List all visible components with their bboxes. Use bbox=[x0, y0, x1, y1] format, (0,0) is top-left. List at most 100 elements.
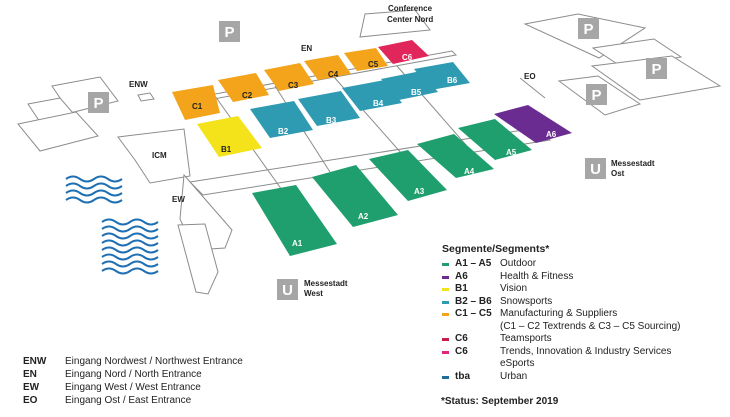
hall-a5[interactable]: A5 bbox=[458, 119, 532, 160]
svg-text:P: P bbox=[583, 21, 593, 38]
svg-text:ENW: ENW bbox=[129, 80, 148, 89]
entrance-code: EN bbox=[23, 369, 37, 380]
svg-text:A6: A6 bbox=[546, 130, 557, 139]
svg-text:Conference: Conference bbox=[388, 4, 433, 13]
legend-code: C1 – C5 bbox=[455, 308, 492, 319]
svg-text:Messestadt: Messestadt bbox=[304, 279, 348, 288]
svg-text:ICM: ICM bbox=[152, 151, 167, 160]
legend-row: C1 – C5 Manufacturing & Suppliers bbox=[442, 308, 730, 321]
hall-c5[interactable]: C5 bbox=[344, 48, 388, 71]
svg-text:Center Nord: Center Nord bbox=[387, 15, 433, 24]
svg-text:B6: B6 bbox=[447, 76, 458, 85]
legend-row: B2 – B6 Snowsports bbox=[442, 296, 730, 309]
ubahn-sign-ost[interactable]: U bbox=[585, 158, 606, 179]
hall-c3[interactable]: C3 bbox=[264, 63, 314, 91]
legend-row: C6 Teamsports bbox=[442, 333, 730, 346]
svg-text:EW: EW bbox=[172, 195, 185, 204]
entrance-label: Eingang Nordwest / Northwest Entrance bbox=[65, 356, 243, 367]
hall-a3[interactable]: A3 bbox=[369, 150, 447, 201]
legend-label: Trends, Innovation & Industry Services bbox=[500, 345, 672, 357]
legend-row: A6 Health & Fitness bbox=[442, 271, 730, 284]
hall-a4[interactable]: A4 bbox=[417, 134, 494, 178]
parking-sign[interactable]: P bbox=[586, 84, 607, 105]
legend-swatch bbox=[442, 263, 449, 266]
parking-sign[interactable]: P bbox=[646, 58, 667, 79]
map-labels: Conference Center Nord EN ENW EO EW ICM … bbox=[129, 4, 655, 298]
svg-text:C2: C2 bbox=[242, 91, 253, 100]
legend-swatch bbox=[442, 275, 449, 279]
hall-a2[interactable]: A2 bbox=[312, 165, 398, 227]
legend-label: Manufacturing & Suppliers bbox=[500, 308, 618, 319]
svg-text:A5: A5 bbox=[506, 148, 517, 157]
hall-b3[interactable]: B3 bbox=[298, 91, 360, 126]
hall-c6[interactable]: C6 bbox=[378, 40, 429, 64]
legend-label: Urban bbox=[500, 370, 528, 382]
legend-row: C6 Trends, Innovation & Industry Service… bbox=[442, 346, 730, 359]
legend-swatch bbox=[442, 313, 449, 316]
lake-waves bbox=[65, 175, 159, 275]
legend-label: Snowsports bbox=[500, 295, 553, 307]
legend-sub-label: (C1 – C2 Textrends & C3 – C5 Sourcing) bbox=[500, 320, 681, 332]
hall-a1[interactable]: A1 bbox=[252, 185, 337, 256]
svg-text:EN: EN bbox=[301, 44, 312, 53]
svg-text:C1: C1 bbox=[192, 102, 203, 111]
legend-label: Health & Fitness bbox=[500, 270, 574, 282]
svg-text:P: P bbox=[591, 87, 601, 104]
legend-row: B1 Vision bbox=[442, 283, 730, 296]
svg-text:C3: C3 bbox=[288, 81, 299, 90]
svg-text:Ost: Ost bbox=[611, 169, 625, 178]
hall-b1[interactable]: B1 bbox=[197, 116, 262, 157]
hall-c1[interactable]: C1 bbox=[172, 85, 220, 120]
entrance-row: EN Eingang Nord / North Entrance bbox=[23, 368, 243, 381]
svg-text:U: U bbox=[282, 282, 293, 299]
parking-sign[interactable]: P bbox=[578, 18, 599, 39]
svg-text:Messestadt: Messestadt bbox=[611, 159, 655, 168]
legend-code: B2 – B6 bbox=[455, 295, 492, 307]
entrance-code: EO bbox=[23, 395, 38, 406]
legend-code: A6 bbox=[455, 270, 468, 282]
legend-title: Segmente/Segments* bbox=[442, 243, 550, 255]
legend-subtext: eSports bbox=[442, 358, 730, 371]
legend-code: C6 bbox=[455, 345, 468, 357]
legend-swatch bbox=[442, 350, 449, 354]
hall-a6[interactable]: A6 bbox=[494, 105, 572, 143]
entrance-label: Eingang Nord / North Entrance bbox=[65, 369, 202, 380]
legend-code: A1 – A5 bbox=[455, 258, 492, 269]
legend-swatch bbox=[442, 288, 449, 291]
svg-text:A3: A3 bbox=[414, 187, 425, 196]
legend-sub-label: eSports bbox=[500, 358, 535, 369]
ubahn-sign-west[interactable]: U bbox=[277, 279, 298, 300]
hall-c4[interactable]: C4 bbox=[304, 55, 351, 80]
svg-text:P: P bbox=[93, 95, 103, 112]
legend-code: C6 bbox=[455, 333, 468, 344]
legend-row: A1 – A5 Outdoor bbox=[442, 258, 730, 271]
segments-legend: Segmente/Segments* A1 – A5 Outdoor A6 He… bbox=[442, 243, 730, 383]
svg-text:A4: A4 bbox=[464, 167, 475, 176]
svg-text:B3: B3 bbox=[326, 116, 337, 125]
svg-text:West: West bbox=[304, 289, 323, 298]
parking-sign[interactable]: P bbox=[88, 92, 109, 113]
svg-text:B1: B1 bbox=[221, 145, 232, 154]
status-note: *Status: September 2019 bbox=[441, 396, 559, 407]
svg-text:A2: A2 bbox=[358, 212, 369, 221]
parking-sign[interactable]: P bbox=[219, 21, 240, 42]
legend-code: tba bbox=[455, 370, 470, 382]
svg-text:B5: B5 bbox=[411, 88, 422, 97]
svg-text:P: P bbox=[651, 61, 661, 78]
hall-b2[interactable]: B2 bbox=[250, 101, 313, 138]
entrance-code: EW bbox=[23, 382, 40, 393]
entrance-code: ENW bbox=[23, 356, 47, 367]
svg-text:P: P bbox=[224, 24, 234, 41]
entrance-row: EW Eingang West / West Entrance bbox=[23, 381, 243, 394]
svg-text:B4: B4 bbox=[373, 99, 384, 108]
hall-b4[interactable]: B4 bbox=[342, 80, 402, 111]
legend-subtext: (C1 – C2 Textrends & C3 – C5 Sourcing) bbox=[442, 321, 730, 334]
entrance-row: EO Eingang Ost / East Entrance bbox=[23, 394, 243, 407]
hall-c2[interactable]: C2 bbox=[218, 73, 269, 102]
svg-text:U: U bbox=[590, 161, 601, 178]
legend-row: tba Urban bbox=[442, 371, 730, 384]
hall-b6[interactable]: B6 bbox=[414, 62, 470, 90]
legend-label: Teamsports bbox=[500, 333, 552, 344]
svg-text:A1: A1 bbox=[292, 239, 303, 248]
